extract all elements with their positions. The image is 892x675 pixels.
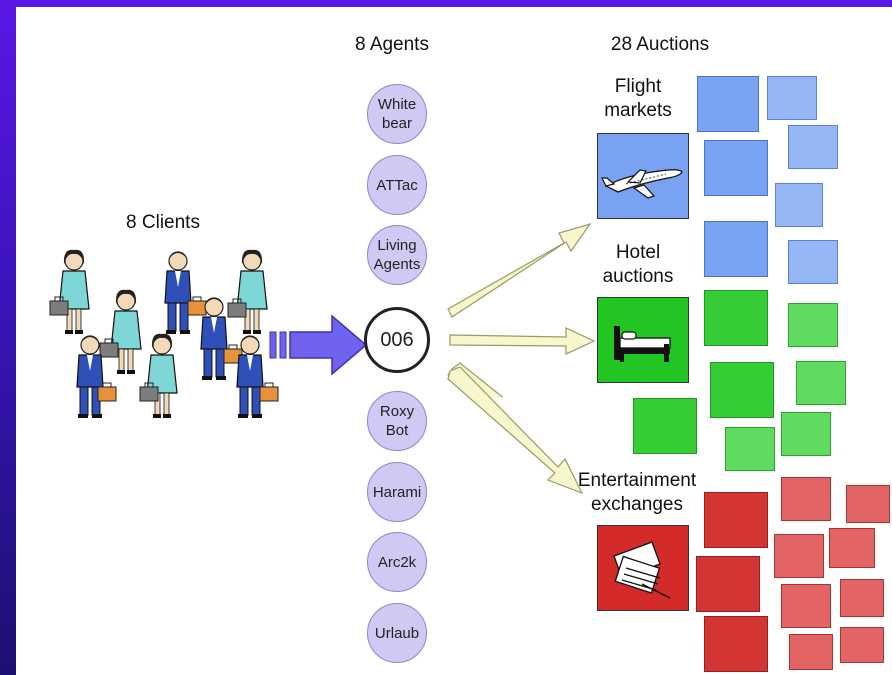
flight-auction (788, 240, 838, 284)
flight-auction (788, 125, 838, 169)
agent-circle: ATTac (367, 155, 427, 215)
tickets-icon (613, 541, 671, 599)
agent-circle: Living Agents (367, 225, 427, 285)
flight-auction (704, 140, 768, 196)
big-arrow (269, 314, 368, 376)
entertainment-auction (829, 528, 875, 568)
bed-icon (614, 326, 671, 362)
flight-markets-label: Flight markets (604, 76, 672, 121)
hotel-auction (788, 303, 838, 347)
entertainment-auction (846, 485, 890, 523)
entertainment-exchanges-label: Entertainment exchanges (577, 470, 697, 515)
entertainment-arrow (447, 367, 584, 495)
entertainment-auction (789, 634, 833, 670)
agent-circle: Roxy Bot (367, 391, 427, 451)
airplane-icon (601, 169, 683, 199)
entertainment-auction (781, 584, 831, 628)
entertainment-auction (840, 627, 884, 663)
hotel-auction (796, 361, 846, 405)
entertainment-auction (704, 616, 768, 672)
agent-circle: Harami (367, 462, 427, 522)
hotel-auctions-label: Hotel auctions (602, 242, 674, 287)
flight-icon-box (597, 133, 689, 219)
entertainment-auction (840, 579, 884, 617)
hotel-auction (710, 362, 774, 418)
diagram-panel: 8 Agents 28 Auctions 8 Clients (16, 7, 892, 675)
agent-circle: Arc2k (367, 532, 427, 592)
clients-heading: 8 Clients (126, 212, 200, 233)
hotel-auction (725, 427, 775, 471)
agent-circle: White bear (367, 84, 427, 144)
featured-agent-circle: 006 (364, 307, 430, 373)
entertainment-auction (696, 556, 760, 612)
entertainment-icon-box (597, 525, 689, 611)
entertainment-auction (781, 477, 831, 521)
hotel-auction (781, 412, 831, 456)
flight-auction (767, 76, 817, 120)
entertainment-auction (704, 492, 768, 548)
flight-auction (775, 183, 823, 227)
auctions-heading: 28 Auctions (610, 34, 710, 55)
flight-auction (704, 221, 768, 277)
agents-heading: 8 Agents (355, 34, 429, 55)
clients-group-illustration (49, 249, 279, 419)
hotel-auction (704, 290, 768, 346)
hotel-auction (633, 398, 697, 454)
hotel-icon-box (597, 297, 689, 383)
entertainment-auction (774, 534, 824, 578)
agent-circle: Urlaub (367, 603, 427, 663)
flight-auction (697, 76, 759, 132)
